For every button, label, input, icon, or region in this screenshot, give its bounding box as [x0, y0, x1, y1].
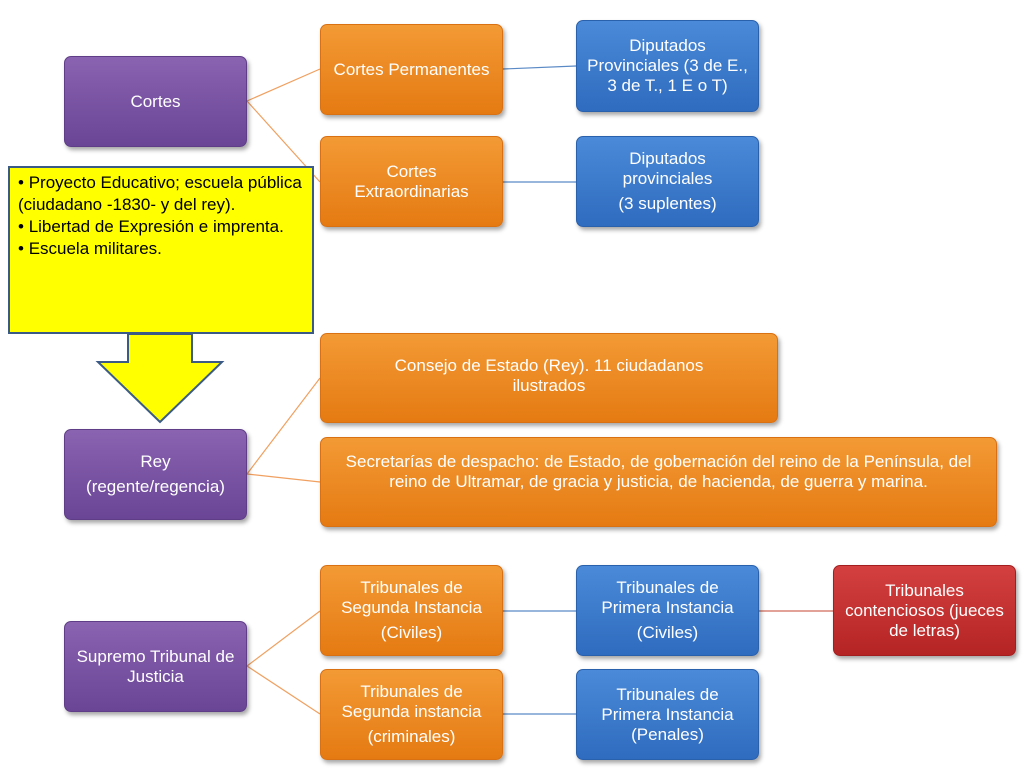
- down-arrow-icon: [95, 333, 225, 424]
- note-item: Libertad de Expresión e imprenta.: [18, 216, 304, 238]
- connector-cortes-permanentes: [246, 68, 321, 102]
- node-secretarias-label: Secretarías de despacho: de Estado, de g…: [345, 452, 972, 491]
- node-diputados-provinciales-2-note: (3 suplentes): [618, 194, 717, 213]
- node-cortes-label: Cortes: [130, 91, 181, 111]
- connector-rey-secretarias: [246, 473, 321, 483]
- node-consejo-estado-label: Consejo de Estado (Rey). 11 ciudadanos i…: [394, 356, 704, 395]
- connector-rey-consejo: [246, 377, 321, 475]
- node-rey: Rey (regente/regencia): [64, 429, 247, 520]
- node-trib-segunda-civiles-label: Tribunales de Segunda Instancia: [341, 578, 482, 617]
- note-list: Proyecto Educativo; escuela pública (ciu…: [18, 172, 304, 260]
- node-supremo-tribunal: Supremo Tribunal de Justicia: [64, 621, 247, 712]
- node-diputados-provinciales-2-label: Diputados provinciales: [622, 149, 713, 188]
- node-diputados-provinciales-1: Diputados Provinciales (3 de E., 3 de T.…: [576, 20, 759, 112]
- connector-permanentes-diputados: [502, 65, 577, 70]
- node-trib-primera-penales-label: Tribunales de Primera Instancia (Penales…: [601, 684, 734, 744]
- node-cortes-extraordinarias-label: Cortes Extraordinarias: [354, 161, 469, 201]
- node-trib-contenciosos-label: Tribunales contenciosos (jueces de letra…: [845, 580, 1004, 640]
- node-trib-segunda-civiles: Tribunales de Segunda Instancia (Civiles…: [320, 565, 503, 656]
- node-cortes-extraordinarias: Cortes Extraordinarias: [320, 136, 503, 227]
- node-trib-primera-civiles: Tribunales de Primera Instancia (Civiles…: [576, 565, 759, 656]
- node-rey-sub: (regente/regencia): [86, 477, 225, 496]
- note-item: Escuela militares.: [18, 238, 304, 260]
- node-supremo-tribunal-label: Supremo Tribunal de Justicia: [76, 646, 235, 686]
- node-rey-label: Rey: [140, 452, 171, 471]
- node-trib-segunda-criminales-label: Tribunales de Segunda instancia: [341, 682, 482, 721]
- node-cortes-permanentes-label: Cortes Permanentes: [333, 59, 490, 79]
- node-secretarias: Secretarías de despacho: de Estado, de g…: [320, 437, 997, 527]
- node-trib-contenciosos: Tribunales contenciosos (jueces de letra…: [833, 565, 1016, 656]
- note-item: Proyecto Educativo; escuela pública (ciu…: [18, 172, 304, 216]
- node-trib-segunda-criminales: Tribunales de Segunda instancia (crimina…: [320, 669, 503, 760]
- node-trib-primera-civiles-note: (Civiles): [636, 623, 699, 642]
- node-trib-segunda-civiles-note: (Civiles): [380, 623, 443, 642]
- node-trib-primera-penales: Tribunales de Primera Instancia (Penales…: [576, 669, 759, 760]
- node-trib-segunda-criminales-note: (criminales): [367, 727, 456, 746]
- note-box: Proyecto Educativo; escuela pública (ciu…: [8, 166, 314, 334]
- connector-supremo-criminales: [246, 665, 321, 715]
- node-diputados-provinciales-1-label: Diputados Provinciales (3 de E., 3 de T.…: [587, 36, 748, 95]
- node-cortes: Cortes: [64, 56, 247, 147]
- node-diputados-provinciales-2: Diputados provinciales (3 suplentes): [576, 136, 759, 227]
- connector-supremo-civiles: [246, 610, 321, 667]
- node-consejo-estado: Consejo de Estado (Rey). 11 ciudadanos i…: [320, 333, 778, 423]
- node-trib-primera-civiles-label: Tribunales de Primera Instancia: [601, 578, 734, 617]
- node-cortes-permanentes: Cortes Permanentes: [320, 24, 503, 115]
